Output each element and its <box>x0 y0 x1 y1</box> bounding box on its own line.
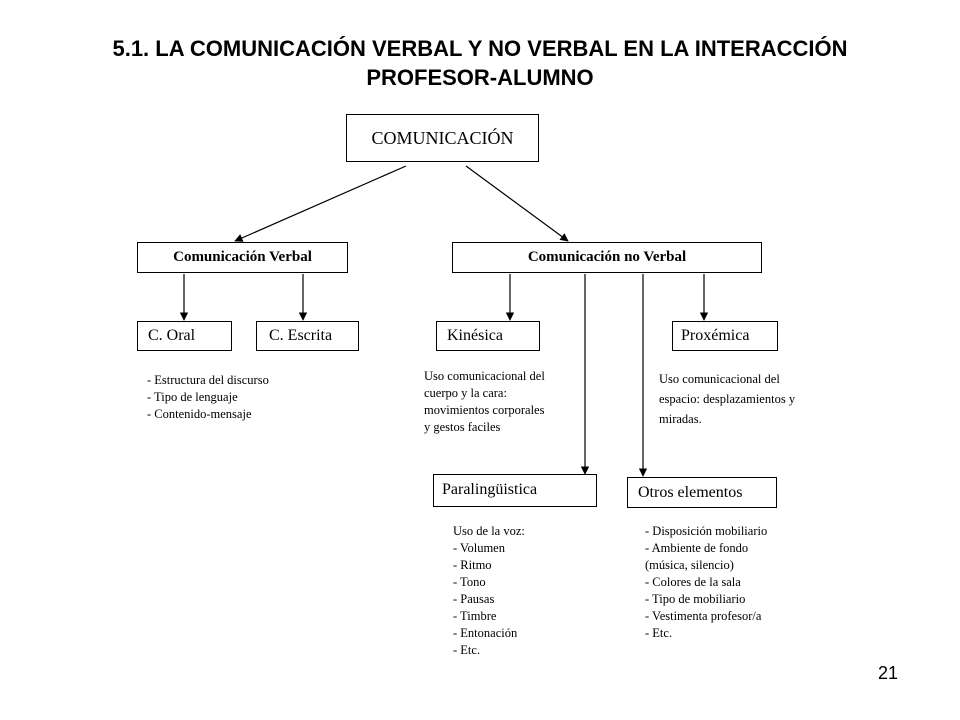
node-paralinguistica-label: Paralingüistica <box>442 481 538 498</box>
note-line: - Pausas <box>453 592 495 606</box>
page-title: 5.1. LA COMUNICACIÓN VERBAL Y NO VERBAL … <box>0 34 960 92</box>
node-paralinguistica: Paralingüistica <box>433 474 597 507</box>
note-paralinguistica: Uso de la voz: - Volumen - Ritmo - Tono … <box>453 523 525 659</box>
node-comunicacion: COMUNICACIÓN <box>346 114 539 162</box>
note-verbal: - Estructura del discurso - Tipo de leng… <box>147 372 269 423</box>
node-no-verbal-label: Comunicación no Verbal <box>527 249 687 265</box>
note-kinesica: Uso comunicacional del cuerpo y la cara:… <box>424 368 545 436</box>
node-comunicacion-no-verbal: Comunicación no Verbal <box>452 242 762 273</box>
node-proxemica: Proxémica <box>672 321 778 351</box>
note-line: Uso comunicacional del <box>659 372 780 386</box>
note-proxemica: Uso comunicacional del espacio: desplaza… <box>659 369 795 429</box>
note-line: - Estructura del discurso <box>147 373 269 387</box>
node-oral-label: C. Oral <box>148 327 196 344</box>
page-number: 21 <box>877 663 898 683</box>
note-line: - Etc. <box>645 626 673 640</box>
note-line: (música, silencio) <box>645 558 734 572</box>
note-line: - Tipo de lenguaje <box>147 390 238 404</box>
note-line: - Ritmo <box>453 558 492 572</box>
node-proxemica-label: Proxémica <box>681 327 750 344</box>
note-line: movimientos corporales <box>424 403 545 417</box>
arrow-to-no-verbal <box>465 165 569 242</box>
note-line: cuerpo y la cara: <box>424 386 507 400</box>
node-otros-elementos: Otros elementos <box>627 477 777 508</box>
note-line: - Volumen <box>453 541 505 555</box>
note-line: - Tono <box>453 575 486 589</box>
note-line: - Contenido-mensaje <box>147 407 252 421</box>
title-line-2: PROFESOR-ALUMNO <box>366 65 594 90</box>
node-kinesica-label: Kinésica <box>447 327 503 344</box>
note-line: - Colores de la sala <box>645 575 741 589</box>
title-line-1: 5.1. LA COMUNICACIÓN VERBAL Y NO VERBAL … <box>112 36 848 61</box>
note-line: - Ambiente de fondo <box>645 541 749 555</box>
note-line: miradas. <box>659 412 702 426</box>
note-line: - Entonación <box>453 626 518 640</box>
note-line: - Disposición mobiliario <box>645 524 768 538</box>
note-line: espacio: desplazamientos y <box>659 392 796 406</box>
note-line: - Timbre <box>453 609 497 623</box>
node-kinesica: Kinésica <box>436 321 540 351</box>
node-c-escrita: C. Escrita <box>256 321 359 351</box>
node-comunicacion-label: COMUNICACIÓN <box>371 128 514 148</box>
note-line: Uso de la voz: <box>453 524 525 538</box>
note-line: Uso comunicacional del <box>424 369 545 383</box>
node-c-oral: C. Oral <box>137 321 232 351</box>
node-escrita-label: C. Escrita <box>269 327 333 344</box>
note-otros-elementos: - Disposición mobiliario - Ambiente de f… <box>645 523 767 642</box>
note-line: - Vestimenta profesor/a <box>645 609 762 623</box>
note-line: - Tipo de mobiliario <box>645 592 746 606</box>
note-line: - Etc. <box>453 643 481 657</box>
note-line: y gestos faciles <box>424 420 501 434</box>
node-comunicacion-verbal: Comunicación Verbal <box>137 242 348 273</box>
arrow-to-verbal <box>234 165 407 242</box>
node-verbal-label: Comunicación Verbal <box>173 249 312 265</box>
node-otros-label: Otros elementos <box>638 484 743 501</box>
